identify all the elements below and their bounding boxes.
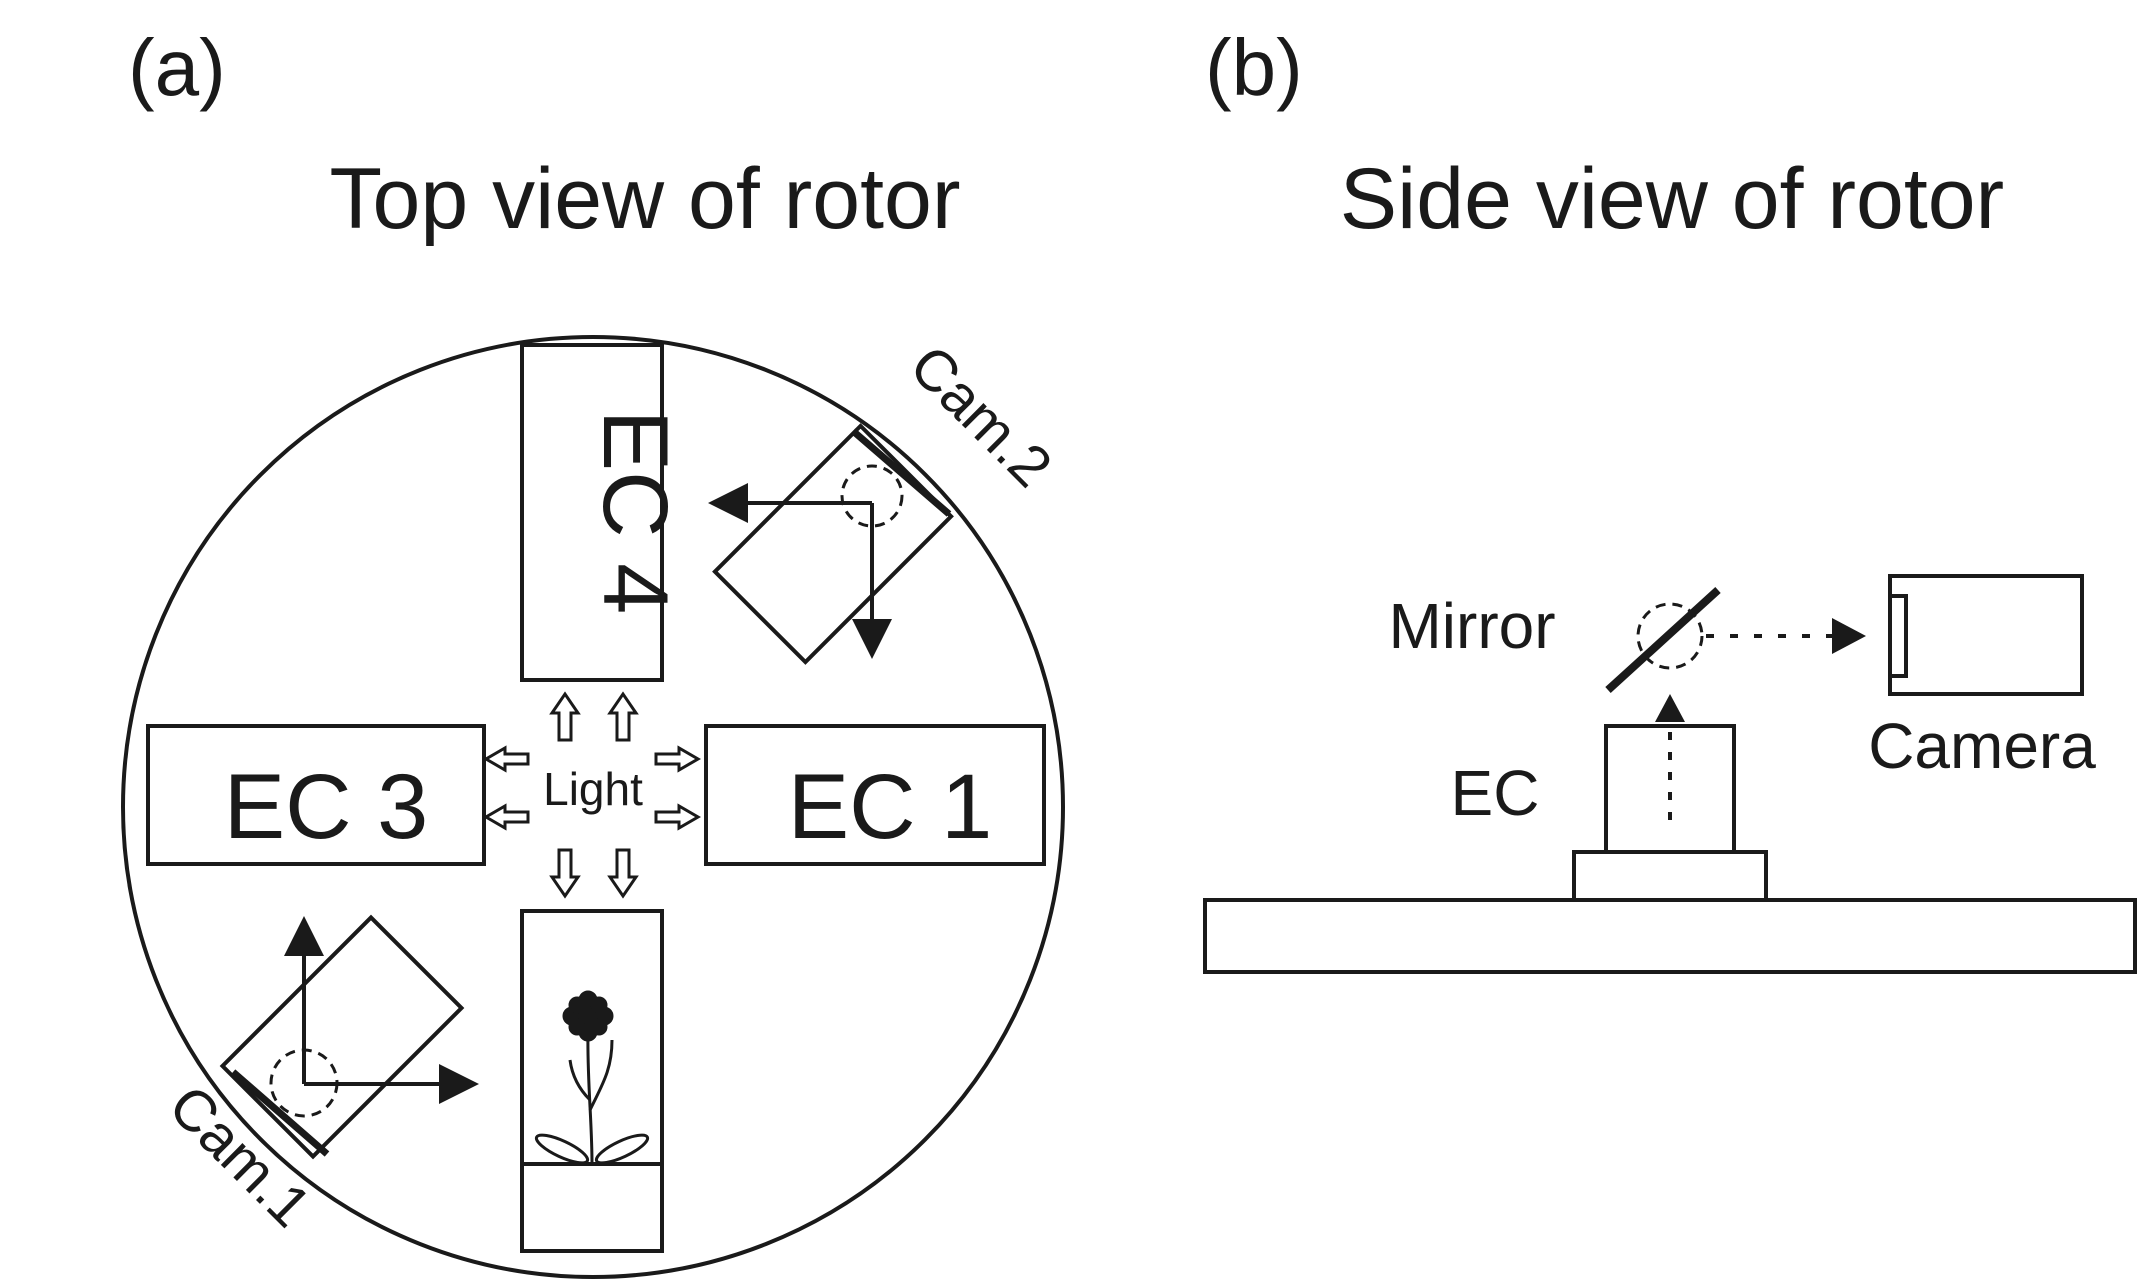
panel-b-label: (b) [1205,23,1303,112]
chamber-pedestal [1572,850,1768,902]
chamber-ec3-label: EC 3 [224,756,429,858]
camera-1-body [219,914,465,1160]
light-arrow-right-top [654,745,701,773]
camera-2-lens-edge [850,428,952,517]
camera-1-lens-edge [230,1069,330,1157]
light-arrow-down-left [549,848,581,899]
light-path-horizontal-arrowhead [1832,618,1866,654]
panel-a-label: (a) [128,23,226,112]
light-arrows [483,691,701,899]
light-label: Light [543,763,643,815]
chamber-ec4-label: EC 4 [584,410,686,615]
camera-2: Cam.2 [708,333,1064,665]
panel-a-title: Top view of rotor [330,151,961,247]
chamber-ec-side-label: EC [1451,757,1540,829]
camera-body [1888,574,2084,696]
panel-b: (b) Side view of rotor EC Mirror Camera [1203,23,2137,974]
chamber-ec2-with-plant [520,909,664,1253]
light-arrow-up-right [607,691,639,742]
chamber-ec3 [146,724,486,866]
mirror-plate [1605,587,1721,693]
light-path-vertical-arrowhead [1655,694,1685,722]
chamber-ec2 [520,909,664,1253]
rotor-base-plate [1203,898,2137,974]
chamber-ec-side [1604,724,1736,854]
camera-label: Camera [1868,710,2096,782]
camera-lens-strip [1888,594,1908,678]
chamber-ec1-label: EC 1 [788,756,993,858]
camera-1: Cam.1 [156,914,479,1240]
camera-2-body [712,423,954,665]
light-arrow-left-bottom [483,803,530,831]
mirror-dashed-circle [1636,602,1704,670]
light-arrow-up-left [549,691,581,742]
light-arrow-right-bottom [654,803,701,831]
chamber-ec4 [520,343,664,682]
chamber-ec1 [704,724,1046,866]
panel-b-title: Side view of rotor [1340,151,2004,247]
camera-2-mirror-dashed-circle [840,464,904,528]
rotor-disc [121,335,1065,1279]
plant-icon [534,990,650,1165]
light-arrow-down-right [607,848,639,899]
panel-a: (a) Top view of rotor EC 4 EC 3 EC 1 [121,23,1065,1279]
mirror-label: Mirror [1388,590,1555,662]
light-arrow-left-top [483,745,530,773]
